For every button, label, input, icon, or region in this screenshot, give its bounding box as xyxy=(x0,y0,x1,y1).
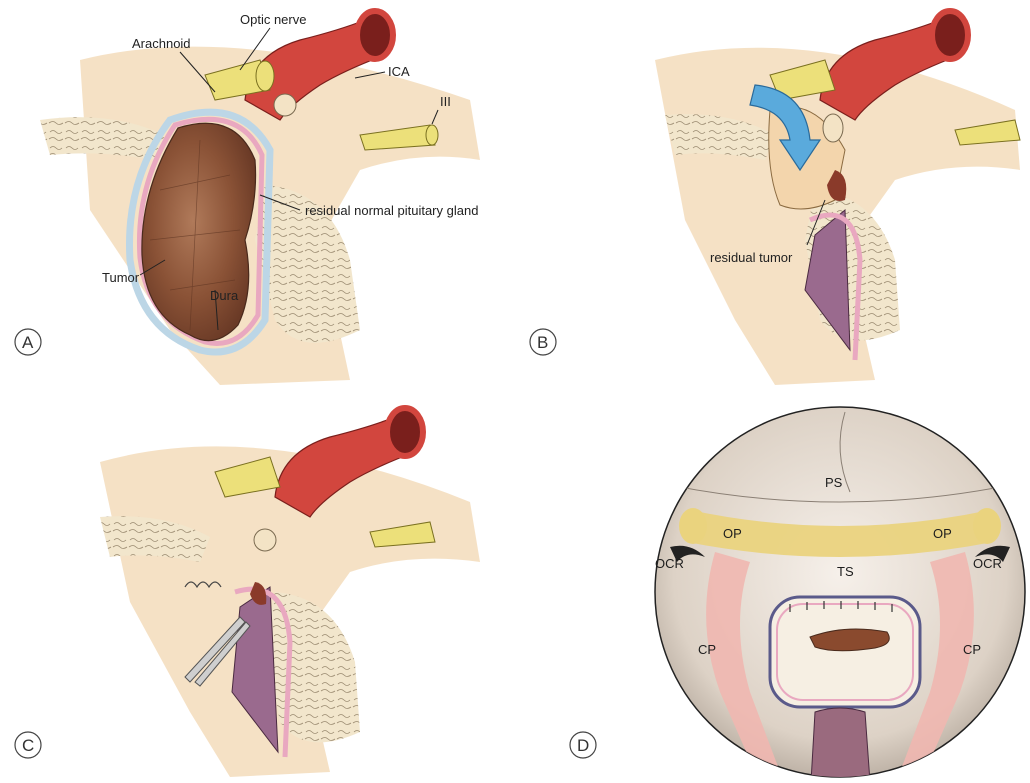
panel-c: C xyxy=(0,392,515,783)
panel-letter-d: D xyxy=(577,736,589,755)
label-ocr-right: OCR xyxy=(973,556,1002,571)
label-iii: III xyxy=(440,94,451,109)
label-optic-nerve: Optic nerve xyxy=(240,12,306,27)
panel-b-illustration: residual tumor B xyxy=(515,0,1030,392)
panel-a: Optic nerve Arachnoid ICA III residual n… xyxy=(0,0,515,392)
label-cp-left: CP xyxy=(698,642,716,657)
panel-letter-b: B xyxy=(537,333,548,352)
panel-b: residual tumor B xyxy=(515,0,1030,392)
pituitary-stalk xyxy=(274,94,296,116)
label-dura: Dura xyxy=(210,288,239,303)
panel-letter-a: A xyxy=(22,333,34,352)
sellar-opening xyxy=(770,597,920,707)
label-ts: TS xyxy=(837,564,854,579)
pituitary-stalk xyxy=(823,114,843,142)
ica-lumen xyxy=(387,408,423,456)
label-cp-right: CP xyxy=(963,642,981,657)
label-ps: PS xyxy=(825,475,843,490)
label-op-right: OP xyxy=(933,526,952,541)
label-residual-gland: residual normal pituitary gland xyxy=(305,203,478,218)
label-tumor: Tumor xyxy=(102,270,140,285)
panel-letter-c: C xyxy=(22,736,34,755)
nasal-channel xyxy=(811,708,870,782)
label-residual-tumor: residual tumor xyxy=(710,250,793,265)
pituitary-stalk xyxy=(254,529,276,551)
label-ocr-left: OCR xyxy=(655,556,684,571)
panel-a-illustration: Optic nerve Arachnoid ICA III residual n… xyxy=(0,0,515,392)
panel-c-illustration: C xyxy=(0,392,515,783)
label-op-left: OP xyxy=(723,526,742,541)
label-arachnoid: Arachnoid xyxy=(132,36,191,51)
panel-d-illustration: PS OP OP OCR OCR TS CP CP D xyxy=(515,392,1030,783)
label-ica: ICA xyxy=(388,64,410,79)
ica-lumen xyxy=(357,11,393,59)
panel-d: PS OP OP OCR OCR TS CP CP D xyxy=(515,392,1030,783)
ica-lumen xyxy=(932,11,968,59)
